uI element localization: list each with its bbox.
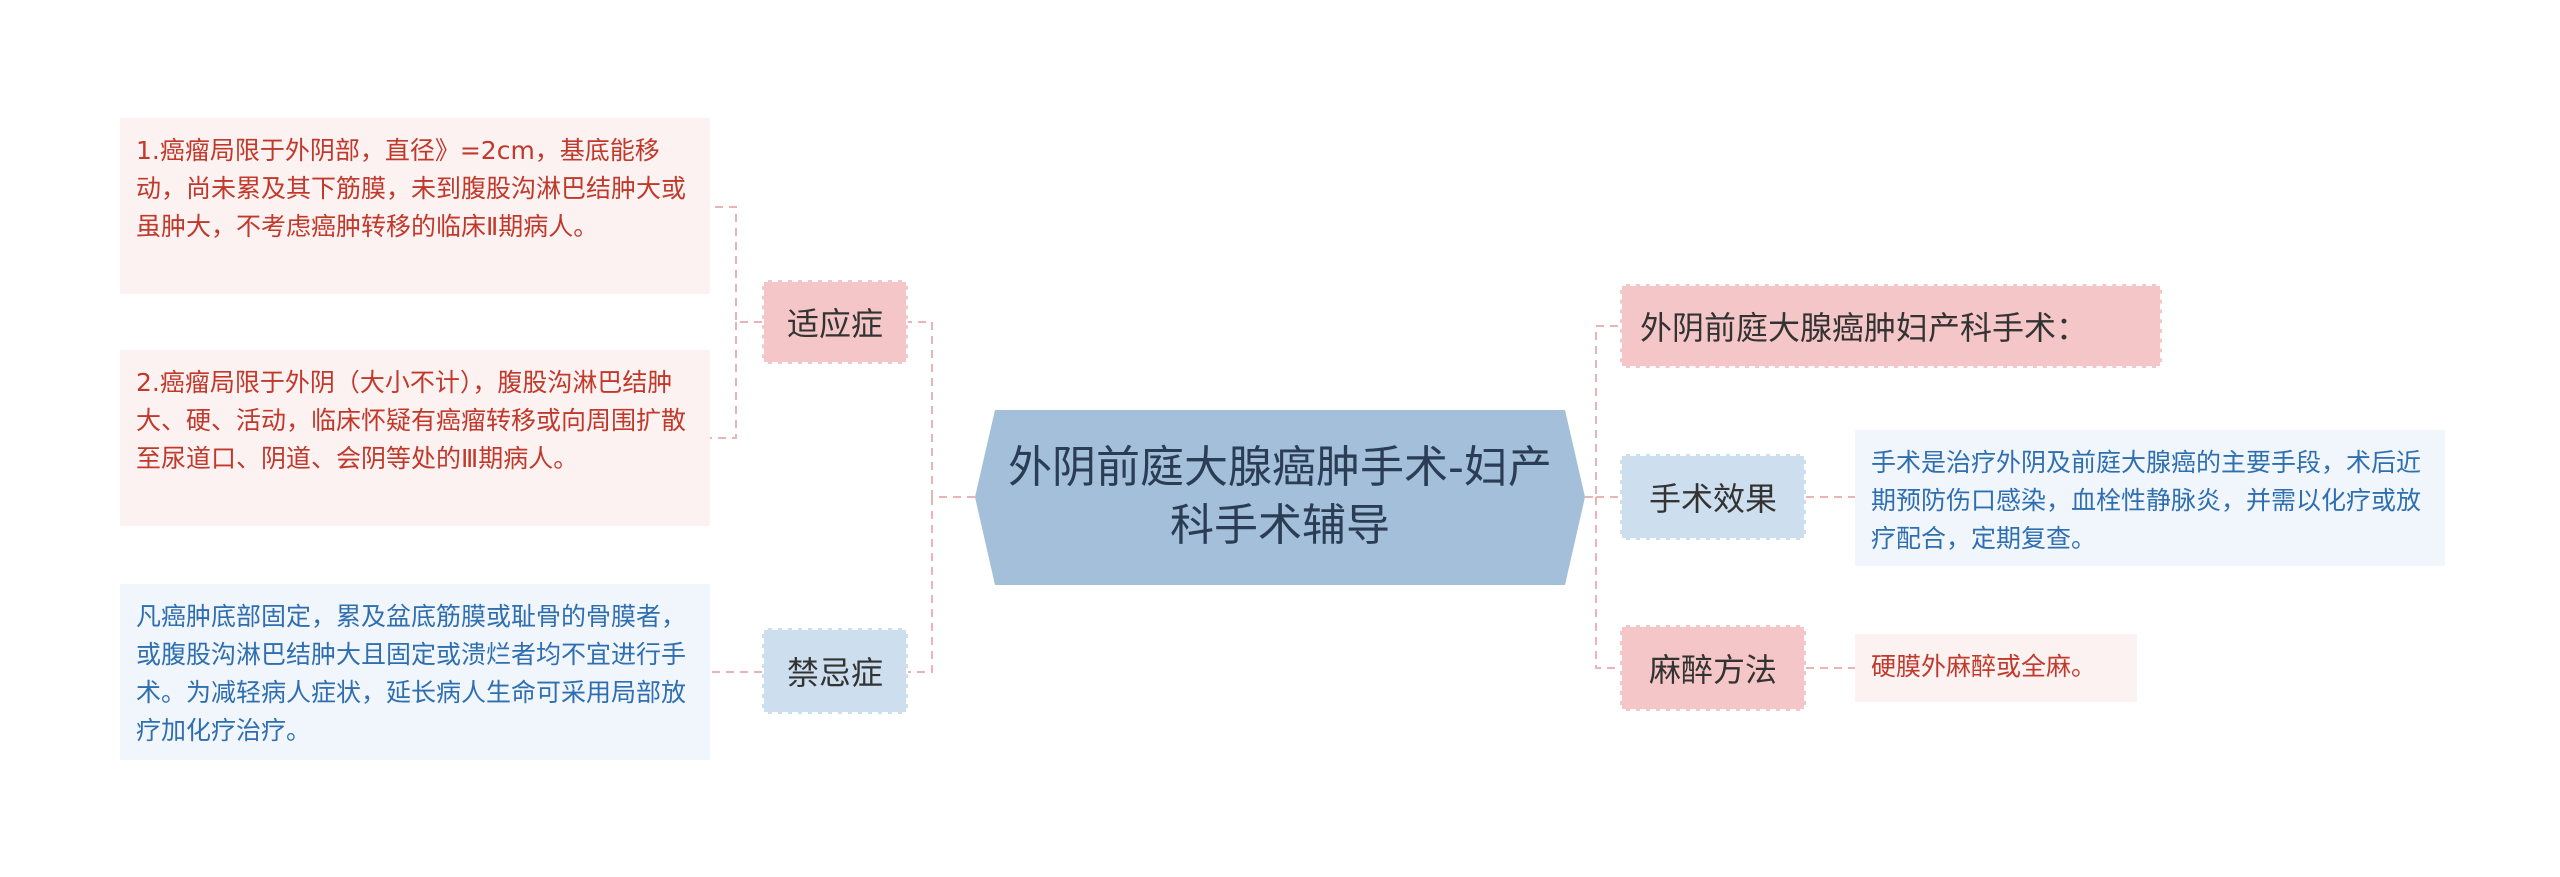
anesthesia-detail[interactable]: 硬膜外麻醉或全麻。 — [1855, 634, 2137, 702]
anesthesia-detail-text: 硬膜外麻醉或全麻。 — [1871, 652, 2097, 681]
indication-item-2-text: 2.癌瘤局限于外阴（大小不计），腹股沟淋巴结肿大、硬、活动，临床怀疑有癌瘤转移或… — [136, 368, 687, 473]
indication-item-1[interactable]: 1.癌瘤局限于外阴部，直径》=2cm，基底能移动，尚未累及其下筋膜，未到腹股沟淋… — [120, 118, 710, 294]
contraindication-item-1-text: 凡癌肿底部固定，累及盆底筋膜或耻骨的骨膜者，或腹股沟淋巴结肿大且固定或溃烂者均不… — [136, 602, 687, 745]
indication-item-1-text: 1.癌瘤局限于外阴部，直径》=2cm，基底能移动，尚未累及其下筋膜，未到腹股沟淋… — [136, 136, 687, 241]
root-title[interactable]: 外阴前庭大腺癌肿手术-妇产科手术辅导 — [1008, 442, 1552, 551]
category-effect-label: 手术效果 — [1648, 480, 1777, 518]
right-header-node[interactable]: 外阴前庭大腺癌肿妇产科手术： — [1620, 284, 2162, 368]
category-contraindications[interactable]: 禁忌症 — [762, 628, 908, 714]
indication-item-2[interactable]: 2.癌瘤局限于外阴（大小不计），腹股沟淋巴结肿大、硬、活动，临床怀疑有癌瘤转移或… — [120, 350, 710, 526]
connector-indications — [710, 206, 762, 439]
effect-detail[interactable]: 手术是治疗外阴及前庭大腺癌的主要手段，术后近期预防伤口感染，血栓性静脉炎，并需以… — [1855, 430, 2445, 566]
category-indications-label: 适应症 — [786, 305, 883, 343]
root-node-shape — [975, 410, 1585, 585]
connector-root-left — [908, 321, 975, 673]
connector-root-right — [1585, 325, 1620, 669]
category-anesthesia-label: 麻醉方法 — [1648, 651, 1777, 689]
category-contraindications-label: 禁忌症 — [786, 654, 883, 692]
right-header-label: 外阴前庭大腺癌肿妇产科手术： — [1640, 309, 2089, 347]
category-anesthesia[interactable]: 麻醉方法 — [1620, 625, 1806, 711]
category-effect[interactable]: 手术效果 — [1620, 454, 1806, 540]
effect-detail-text: 手术是治疗外阴及前庭大腺癌的主要手段，术后近期预防伤口感染，血栓性静脉炎，并需以… — [1871, 448, 2422, 553]
contraindication-item-1[interactable]: 凡癌肿底部固定，累及盆底筋膜或耻骨的骨膜者，或腹股沟淋巴结肿大且固定或溃烂者均不… — [120, 584, 710, 760]
category-indications[interactable]: 适应症 — [762, 280, 908, 364]
